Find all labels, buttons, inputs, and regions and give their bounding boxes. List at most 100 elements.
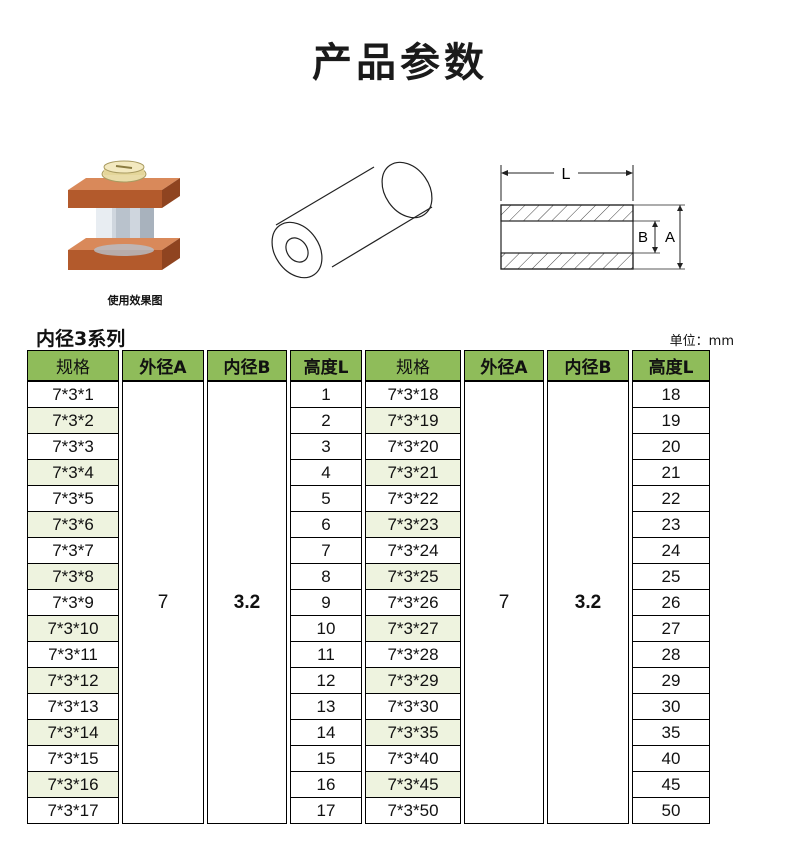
header-inner-right: 内径B [547, 350, 629, 381]
length-cell: 20 [632, 434, 710, 460]
length-cell: 17 [290, 798, 362, 824]
spec-cell: 7*3*15 [27, 746, 119, 772]
length-cell: 22 [632, 486, 710, 512]
dim-B-label: B [638, 229, 648, 246]
header-inner-left: 内径B [207, 350, 287, 381]
spec-cell: 7*3*9 [27, 590, 119, 616]
dimension-drawing: L B A [500, 165, 685, 270]
spec-cell: 7*3*40 [365, 746, 461, 772]
header-outer-right: 外径A [464, 350, 544, 381]
spec-cell: 7*3*22 [365, 486, 461, 512]
length-cell: 30 [632, 694, 710, 720]
usage-caption: 使用效果图 [107, 294, 163, 307]
spec-cell: 7*3*10 [27, 616, 119, 642]
length-cell: 40 [632, 746, 710, 772]
length-cell: 23 [632, 512, 710, 538]
spec-cell: 7*3*11 [27, 642, 119, 668]
series-title: 内径3系列 [36, 328, 126, 350]
length-cell: 8 [290, 564, 362, 590]
spec-cell: 7*3*7 [27, 538, 119, 564]
length-cell: 27 [632, 616, 710, 642]
spec-cell: 7*3*2 [27, 408, 119, 434]
length-cell: 12 [290, 668, 362, 694]
length-cell: 15 [290, 746, 362, 772]
length-cell: 6 [290, 512, 362, 538]
length-cell: 25 [632, 564, 710, 590]
length-cell: 1 [290, 381, 362, 408]
length-cell: 18 [632, 381, 710, 408]
length-cell: 3 [290, 434, 362, 460]
spec-cell: 7*3*28 [365, 642, 461, 668]
spec-cell: 7*3*50 [365, 798, 461, 824]
spec-cell: 7*3*20 [365, 434, 461, 460]
length-cell: 45 [632, 772, 710, 798]
length-cell: 4 [290, 460, 362, 486]
spec-cell: 7*3*18 [365, 381, 461, 408]
header-length-left: 高度L [290, 350, 362, 381]
length-cell: 21 [632, 460, 710, 486]
length-cell: 2 [290, 408, 362, 434]
length-cell: 29 [632, 668, 710, 694]
spec-cell: 7*3*1 [27, 381, 119, 408]
spec-cell: 7*3*27 [365, 616, 461, 642]
spec-cell: 7*3*25 [365, 564, 461, 590]
outer-diameter-cell: 7 [122, 381, 204, 824]
unit-label: 单位：mm [669, 334, 734, 349]
header-row: 规格 外径A 内径B 高度L 规格 外径A 内径B 高度L [27, 350, 710, 381]
sleeve-3d-drawing [271, 161, 433, 279]
length-cell: 28 [632, 642, 710, 668]
length-cell: 13 [290, 694, 362, 720]
spec-cell: 7*3*24 [365, 538, 461, 564]
inner-diameter-cell: 3.2 [207, 381, 287, 824]
length-cell: 50 [632, 798, 710, 824]
spec-cell: 7*3*6 [27, 512, 119, 538]
header-spec-right: 规格 [365, 350, 461, 381]
length-cell: 14 [290, 720, 362, 746]
header-length-right: 高度L [632, 350, 710, 381]
length-cell: 7 [290, 538, 362, 564]
length-cell: 11 [290, 642, 362, 668]
spec-cell: 7*3*35 [365, 720, 461, 746]
length-cell: 5 [290, 486, 362, 512]
length-cell: 24 [632, 538, 710, 564]
spec-cell: 7*3*21 [365, 460, 461, 486]
page-title: 产品参数 [312, 40, 488, 86]
length-cell: 35 [632, 720, 710, 746]
spec-cell: 7*3*3 [27, 434, 119, 460]
length-cell: 10 [290, 616, 362, 642]
usage-illustration [68, 160, 180, 270]
spec-cell: 7*3*13 [27, 694, 119, 720]
dim-L-label: L [562, 166, 571, 183]
spec-cell: 7*3*5 [27, 486, 119, 512]
length-cell: 9 [290, 590, 362, 616]
length-cell: 19 [632, 408, 710, 434]
spec-cell: 7*3*8 [27, 564, 119, 590]
outer-diameter-cell: 7 [464, 381, 544, 824]
spec-cell: 7*3*29 [365, 668, 461, 694]
spec-cell: 7*3*12 [27, 668, 119, 694]
spec-cell: 7*3*17 [27, 798, 119, 824]
spec-cell: 7*3*30 [365, 694, 461, 720]
header-spec-left: 规格 [27, 350, 119, 381]
inner-diameter-cell: 3.2 [547, 381, 629, 824]
spec-cell: 7*3*26 [365, 590, 461, 616]
length-cell: 16 [290, 772, 362, 798]
spec-cell: 7*3*45 [365, 772, 461, 798]
